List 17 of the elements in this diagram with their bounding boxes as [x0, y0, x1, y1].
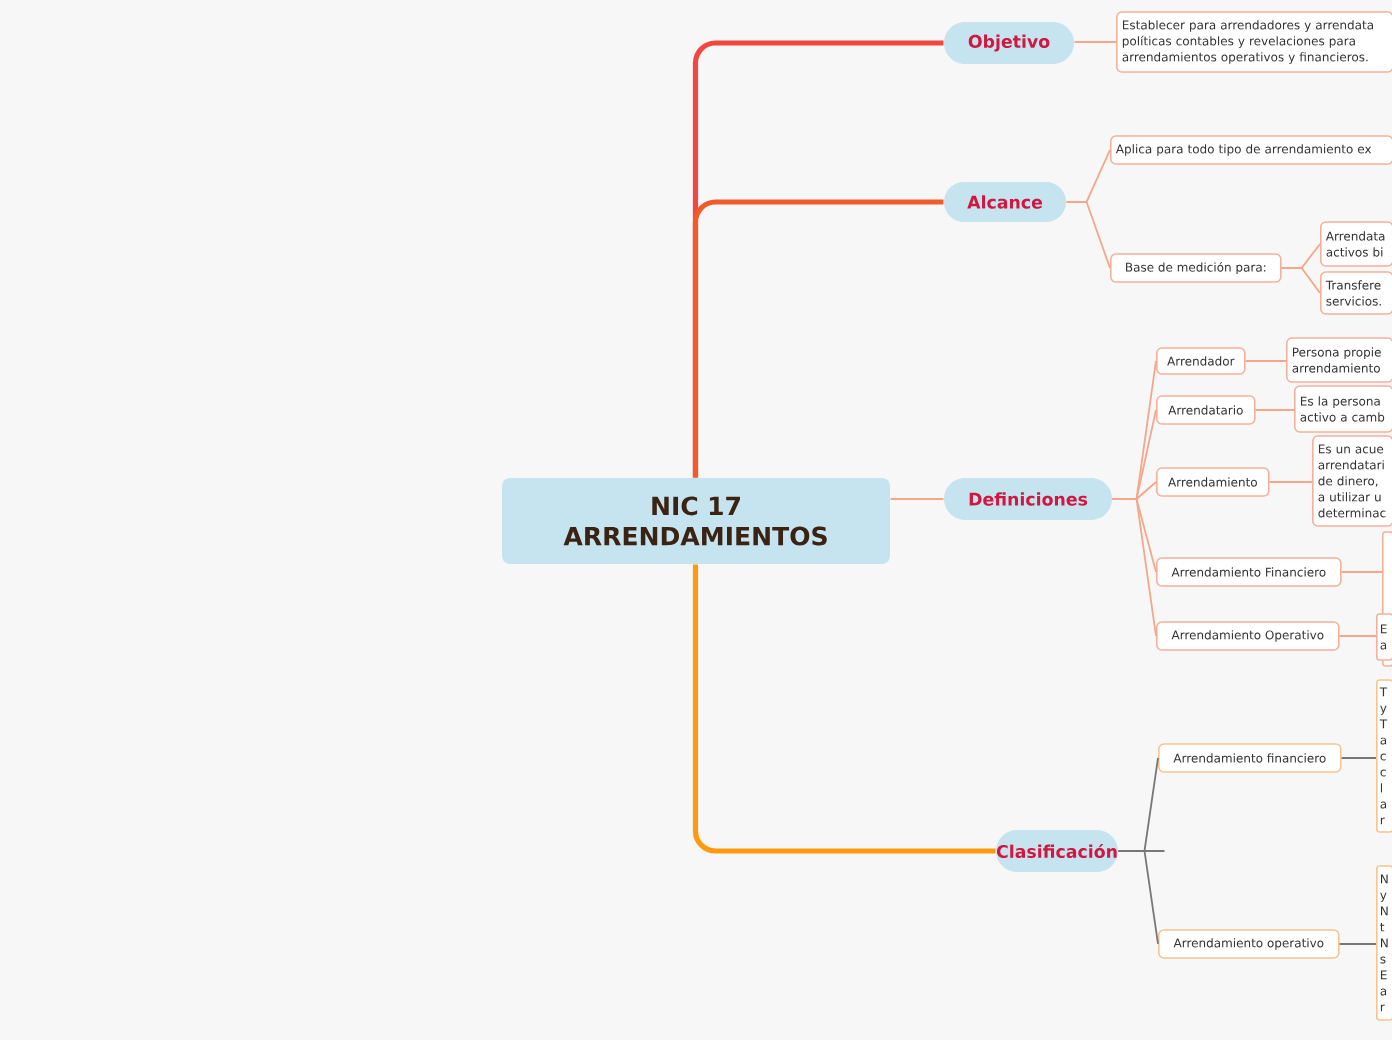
connector-line [1340, 757, 1377, 759]
connector-line [1117, 850, 1159, 945]
topic-pill: Definiciones [944, 478, 1112, 520]
connector-line [1111, 498, 1157, 637]
connector-line [1340, 571, 1383, 573]
connector-line [1338, 635, 1377, 637]
connector-line [1280, 267, 1321, 294]
connector-line [1254, 409, 1295, 411]
connector-line [1338, 943, 1377, 945]
connector-line [692, 564, 996, 854]
connector-line [1073, 41, 1117, 43]
central-topic-box: NIC 17 ARRENDAMIENTOS [502, 478, 890, 564]
connector-line [1244, 360, 1287, 362]
connector-line [889, 498, 945, 500]
connector-line [692, 199, 944, 478]
connector-line [1065, 201, 1111, 269]
connector-line [1268, 481, 1313, 483]
